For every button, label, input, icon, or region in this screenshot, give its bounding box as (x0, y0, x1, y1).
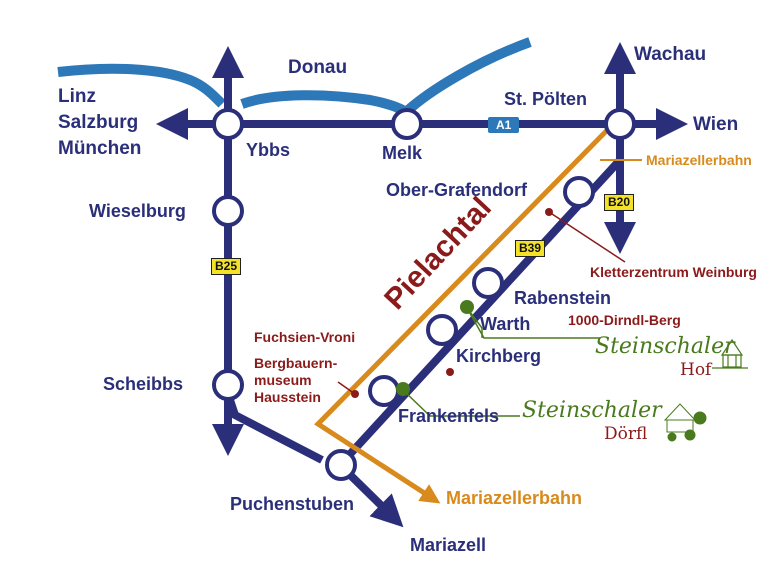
warth-green-marker (460, 300, 474, 314)
logo-hof-word: Hof (680, 360, 712, 380)
frankenfels-green-marker (396, 382, 410, 396)
direction-wachau: Wachau (634, 44, 707, 65)
bergbauern-marker (351, 390, 359, 398)
valley-label: Pielachtal (378, 191, 498, 316)
railway-label-top: Mariazellerbahn (646, 152, 752, 168)
direction-linz: Linz (58, 86, 96, 107)
poi-bergbauern-line1: Bergbauern- (254, 355, 338, 371)
logo-hof-script: Steinschaler (595, 334, 735, 359)
town-label-warth: Warth (480, 314, 531, 334)
town-label-frankenfels: Frankenfels (398, 406, 500, 426)
railway-label-bottom: Mariazellerbahn (446, 488, 583, 508)
a1-road-badge: A1 (488, 117, 520, 133)
town-label-ybbs: Ybbs (246, 140, 291, 160)
kletterzentrum-pointer (548, 211, 626, 263)
town-wieselburg (212, 195, 244, 227)
town-frankenfels (368, 375, 400, 407)
poi-bergbauern-line2: museum (254, 372, 312, 388)
town-ober-grafendorf (563, 176, 595, 208)
logo-doerfl-script: Steinschaler (522, 398, 662, 423)
town-label-scheibbs: Scheibbs (103, 374, 184, 394)
hof-pointer-line (466, 307, 600, 339)
town-label-ober-grafendorf: Ober-Grafendorf (386, 180, 528, 200)
direction-muenchen: München (58, 138, 142, 159)
town-puchenstuben (325, 449, 357, 481)
poi-kletterzentrum: Kletterzentrum Weinburg (590, 264, 757, 280)
town-scheibbs (212, 369, 244, 401)
direction-mariazell: Mariazell (410, 535, 487, 555)
town-kirchberg (426, 314, 458, 346)
doerfl-village-icon (663, 403, 707, 442)
town-label-st-poelten: St. Pölten (504, 89, 588, 109)
fuchsien-vroni-marker (446, 368, 454, 376)
direction-wien: Wien (693, 114, 739, 135)
b25-road-badge: B25 (211, 258, 242, 275)
b20-road-badge: B20 (604, 194, 635, 211)
b39-road-badge: B39 (515, 240, 546, 257)
town-label-melk: Melk (382, 143, 423, 163)
poi-fuchsien-vroni: Fuchsien-Vroni (254, 329, 356, 345)
kletterzentrum-marker (545, 208, 553, 216)
town-label-kirchberg: Kirchberg (456, 346, 542, 366)
doerfl-pointer-line (402, 389, 520, 417)
town-label-rabenstein: Rabenstein (514, 288, 612, 308)
town-melk (391, 108, 423, 140)
town-label-puchenstuben: Puchenstuben (230, 494, 355, 514)
town-rabenstein (472, 267, 504, 299)
town-st-poelten (604, 108, 636, 140)
poi-dirndl-berg: 1000-Dirndl-Berg (568, 312, 681, 328)
river-donau-label: Donau (288, 57, 348, 78)
scheibbs-connector (226, 398, 324, 464)
direction-salzburg: Salzburg (58, 112, 139, 133)
donau-river (57, 37, 532, 119)
town-label-wieselburg: Wieselburg (89, 201, 186, 221)
town-ybbs (212, 108, 244, 140)
hof-house-icon (712, 338, 748, 369)
logo-doerfl-word: Dörfl (604, 424, 648, 444)
poi-bergbauern-line3: Hausstein (254, 389, 321, 405)
mariazellerbahn-railway (314, 110, 627, 504)
